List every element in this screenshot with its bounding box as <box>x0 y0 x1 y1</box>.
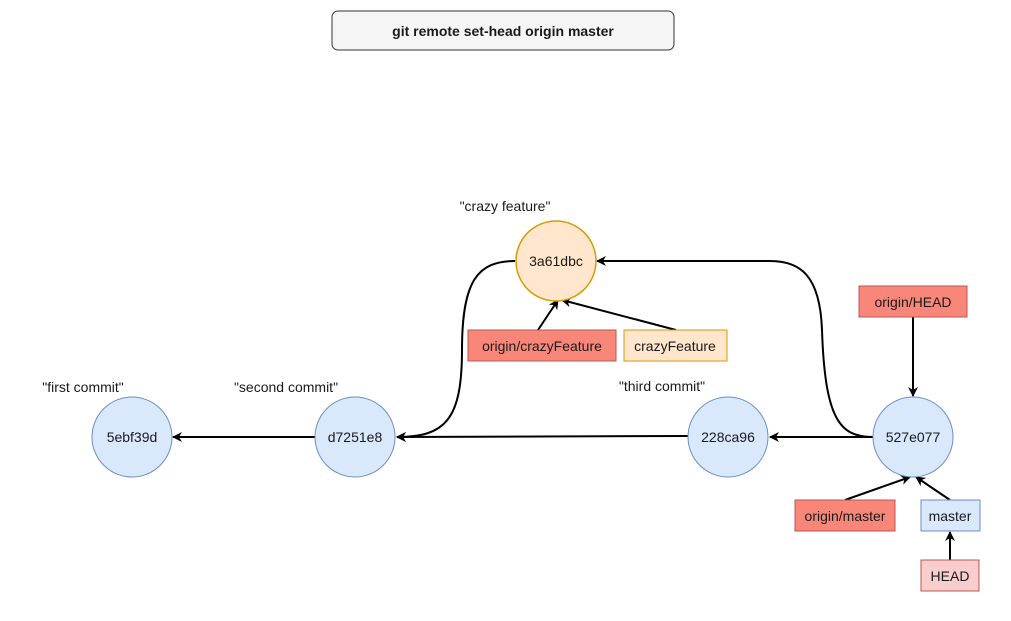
commit-message: "second commit" <box>234 379 338 395</box>
commit-hash: 228ca96 <box>701 429 755 445</box>
ref-box <box>794 499 896 532</box>
command-box-frame <box>331 10 675 51</box>
ref-box <box>467 329 617 362</box>
commit-message: "crazy feature" <box>460 198 551 214</box>
commit-message: "third commit" <box>619 378 705 394</box>
commit-hash: 3a61dbc <box>529 253 583 269</box>
ref-label: origin/crazyFeature <box>482 338 602 354</box>
commit-3a61dbc: 3a61dbc "crazy feature" <box>460 198 597 302</box>
ref-box <box>920 559 980 592</box>
ref-master: master <box>920 499 981 532</box>
ref-box <box>623 329 728 362</box>
commit-hash: d7251e8 <box>328 429 383 445</box>
commit-node <box>314 396 396 478</box>
edge-fourth-to-feature <box>596 256 874 438</box>
commit-node <box>872 396 954 478</box>
commit-node <box>515 220 597 302</box>
edges <box>172 256 955 560</box>
ref-crazyfeature: crazyFeature <box>623 329 728 362</box>
commit-message: "first commit" <box>42 379 124 395</box>
ref-label: master <box>929 508 972 524</box>
ref-origin-master: origin/master <box>794 499 896 532</box>
commit-5ebf39d: 5ebf39d "first commit" <box>42 379 173 478</box>
ref-label: origin/HEAD <box>874 294 951 310</box>
commit-node <box>687 396 769 478</box>
edge-origin-master-to-fourth <box>844 475 911 501</box>
edge-crazyfeature-to-feature <box>561 297 677 331</box>
commit-hash: 5ebf39d <box>107 429 158 445</box>
command-box: git remote set-head origin master <box>331 10 675 51</box>
edge-third-to-second <box>396 431 689 442</box>
commit-d7251e8: d7251e8 "second commit" <box>234 379 396 478</box>
ref-head: HEAD <box>920 559 980 592</box>
command-label: git remote set-head origin master <box>392 23 614 39</box>
commit-527e077: 527e077 <box>872 396 954 478</box>
ref-box <box>858 285 968 318</box>
edge-master-to-fourth <box>915 476 951 501</box>
ref-origin-head: origin/HEAD <box>858 285 968 318</box>
edge-origin-crazyfeature-to-feature <box>537 299 559 331</box>
ref-box <box>920 499 981 532</box>
edge-feature-to-second <box>396 260 516 442</box>
ref-label: origin/master <box>805 508 886 524</box>
ref-origin-crazyfeature: origin/crazyFeature <box>467 329 617 362</box>
commit-hash: 527e077 <box>886 429 941 445</box>
ref-label: crazyFeature <box>634 338 716 354</box>
ref-label: HEAD <box>931 568 970 584</box>
commit-node <box>91 396 173 478</box>
commit-228ca96: 228ca96 "third commit" <box>619 378 769 478</box>
